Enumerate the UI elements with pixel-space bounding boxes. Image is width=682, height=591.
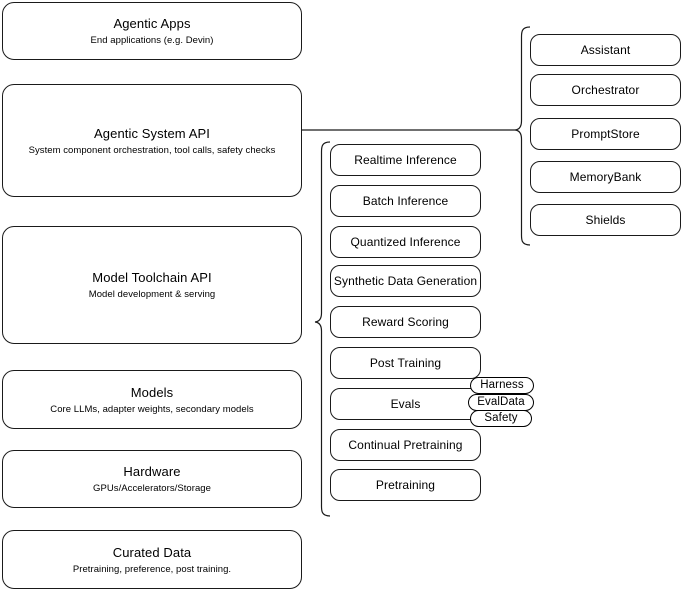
component-label: Batch Inference xyxy=(362,193,449,208)
agentic-component-orchestrator[interactable]: Orchestrator xyxy=(530,74,681,106)
component-label: Post Training xyxy=(369,355,442,370)
evals-tag-evaldata[interactable]: EvalData xyxy=(468,394,534,411)
layer-models[interactable]: Models Core LLMs, adapter weights, secon… xyxy=(2,370,302,429)
component-label: PromptStore xyxy=(571,126,640,141)
layer-title: Model Toolchain API xyxy=(92,270,212,285)
layer-subtitle: Core LLMs, adapter weights, secondary mo… xyxy=(50,403,254,415)
component-label: Continual Pretraining xyxy=(348,437,463,452)
brace-agentic-system-components xyxy=(514,26,531,246)
component-label: Synthetic Data Generation xyxy=(333,273,478,288)
toolchain-component-batch-inference[interactable]: Batch Inference xyxy=(330,185,481,217)
toolchain-component-quantized-inference[interactable]: Quantized Inference xyxy=(330,226,481,258)
layer-title: Hardware xyxy=(123,464,181,479)
toolchain-component-realtime-inference[interactable]: Realtime Inference xyxy=(330,144,481,176)
layer-agentic-apps[interactable]: Agentic Apps End applications (e.g. Devi… xyxy=(2,2,302,60)
agentic-component-shields[interactable]: Shields xyxy=(530,204,681,236)
component-label: Quantized Inference xyxy=(350,234,461,249)
layer-agentic-system-api[interactable]: Agentic System API System component orch… xyxy=(2,84,302,197)
agentic-component-assistant[interactable]: Assistant xyxy=(530,34,681,66)
layer-title: Curated Data xyxy=(112,544,192,560)
toolchain-component-synthetic-data-generation[interactable]: Synthetic Data Generation xyxy=(330,265,481,297)
component-label: MemoryBank xyxy=(569,169,642,184)
component-label: Reward Scoring xyxy=(362,314,449,329)
toolchain-component-continual-pretraining[interactable]: Continual Pretraining xyxy=(330,429,481,461)
layer-subtitle: End applications (e.g. Devin) xyxy=(90,35,214,46)
component-label: Shields xyxy=(585,212,626,227)
toolchain-component-reward-scoring[interactable]: Reward Scoring xyxy=(330,306,481,338)
evals-tag-harness[interactable]: Harness xyxy=(470,377,534,394)
agentic-component-memorybank[interactable]: MemoryBank xyxy=(530,161,681,193)
component-label: Pretraining xyxy=(375,477,436,492)
toolchain-component-post-training[interactable]: Post Training xyxy=(330,347,481,379)
component-label: Orchestrator xyxy=(571,82,640,97)
toolchain-component-pretraining[interactable]: Pretraining xyxy=(330,469,481,501)
layer-curated-data[interactable]: Curated Data Pretraining, preference, po… xyxy=(2,530,302,589)
component-label: Realtime Inference xyxy=(354,152,457,167)
component-label: Evals xyxy=(390,396,421,411)
toolchain-component-evals[interactable]: Evals xyxy=(330,388,481,420)
layer-title: Agentic Apps xyxy=(113,16,191,31)
evals-tag-safety[interactable]: Safety xyxy=(470,410,532,427)
layer-subtitle: System component orchestration, tool cal… xyxy=(28,144,276,156)
layer-hardware[interactable]: Hardware GPUs/Accelerators/Storage xyxy=(2,450,302,508)
component-label: Assistant xyxy=(580,42,631,57)
layer-title: Models xyxy=(130,384,174,400)
layer-subtitle: Pretraining, preference, post training. xyxy=(72,563,232,575)
layer-subtitle: GPUs/Accelerators/Storage xyxy=(93,483,211,494)
agentic-component-promptstore[interactable]: PromptStore xyxy=(530,118,681,150)
layer-model-toolchain-api[interactable]: Model Toolchain API Model development & … xyxy=(2,226,302,344)
layer-subtitle: Model development & serving xyxy=(88,289,216,300)
layer-title: Agentic System API xyxy=(94,125,210,141)
brace-model-toolchain-components xyxy=(314,141,331,517)
